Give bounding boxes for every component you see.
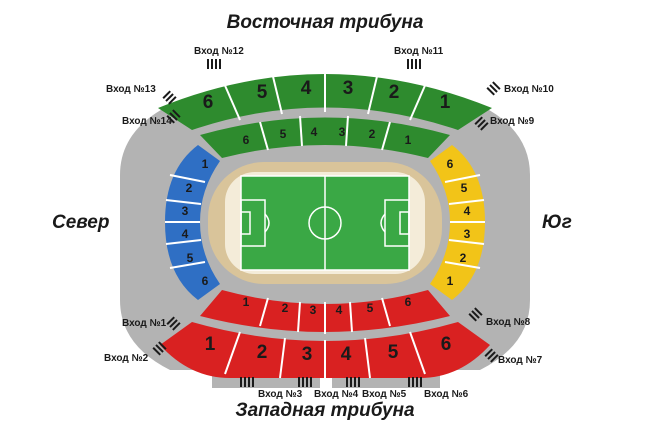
west-inner-sector-6[interactable]: 6 — [405, 295, 412, 309]
gate-label-8: Вход №8 — [486, 317, 531, 328]
gate-markers — [152, 59, 501, 387]
gate-label-9: Вход №9 — [490, 116, 535, 127]
west-outer-sector-3[interactable]: 3 — [302, 344, 313, 365]
south-sector-6[interactable]: 6 — [447, 157, 454, 171]
east-outer-sector-2[interactable]: 2 — [389, 82, 400, 103]
gate-label-3: Вход №3 — [258, 389, 303, 400]
east-outer-sector-1[interactable]: 1 — [440, 92, 451, 113]
north-sector-2[interactable]: 2 — [186, 181, 193, 195]
north-sector-1[interactable]: 1 — [202, 157, 209, 171]
east-inner-sector-5[interactable]: 5 — [280, 127, 287, 141]
gate-label-10: Вход №10 — [504, 84, 554, 95]
gate-marker-7 — [484, 348, 499, 363]
east-inner-sector-6[interactable]: 6 — [243, 133, 250, 147]
west-outer-sector-5[interactable]: 5 — [388, 342, 399, 363]
west-inner-sector-3[interactable]: 3 — [310, 303, 317, 317]
gate-marker-4 — [298, 377, 312, 387]
south-sector-3[interactable]: 3 — [464, 227, 471, 241]
gate-marker-13 — [162, 90, 177, 105]
west-stand-title: Западная трибуна — [235, 400, 415, 421]
north-sector-4[interactable]: 4 — [182, 227, 189, 241]
north-sector-6[interactable]: 6 — [202, 274, 209, 288]
east-inner-sector-4[interactable]: 4 — [311, 125, 318, 139]
gate-marker-6 — [408, 377, 422, 387]
east-inner-sector-1[interactable]: 1 — [405, 133, 412, 147]
north-title: Север — [52, 212, 110, 233]
east-outer-sector-4[interactable]: 4 — [301, 78, 312, 99]
gate-label-4: Вход №4 — [314, 389, 359, 400]
east-outer-sector-5[interactable]: 5 — [257, 82, 268, 103]
gate-marker-2 — [152, 341, 167, 356]
gate-marker-1 — [166, 316, 181, 331]
west-outer-sector-1[interactable]: 1 — [205, 334, 216, 355]
south-title: Юг — [542, 212, 572, 233]
gate-marker-8 — [468, 307, 483, 322]
east-inner-sector-2[interactable]: 2 — [369, 127, 376, 141]
gate-label-6: Вход №6 — [424, 389, 469, 400]
gate-marker-3 — [240, 377, 254, 387]
gate-marker-9 — [474, 116, 489, 131]
gate-marker-14 — [166, 109, 181, 124]
west-inner-sector-5[interactable]: 5 — [367, 301, 374, 315]
gate-marker-12 — [207, 59, 221, 69]
gate-marker-5 — [346, 377, 360, 387]
north-sector-3[interactable]: 3 — [182, 204, 189, 218]
east-outer-sector-6[interactable]: 6 — [203, 92, 214, 113]
gate-marker-11 — [407, 59, 421, 69]
west-inner-sector-4[interactable]: 4 — [336, 303, 343, 317]
gate-label-7: Вход №7 — [498, 355, 543, 366]
west-outer-sector-4[interactable]: 4 — [341, 344, 352, 365]
west-outer-sector-6[interactable]: 6 — [441, 334, 452, 355]
west-inner-sector-1[interactable]: 1 — [243, 295, 250, 309]
gate-label-2: Вход №2 — [104, 353, 149, 364]
north-sector-5[interactable]: 5 — [187, 251, 194, 265]
south-sector-2[interactable]: 2 — [460, 251, 467, 265]
south-sector-1[interactable]: 1 — [447, 274, 454, 288]
east-outer-sector-3[interactable]: 3 — [343, 78, 354, 99]
gate-label-1: Вход №1 — [122, 318, 167, 329]
gate-marker-10 — [486, 81, 501, 96]
gate-label-5: Вход №5 — [362, 389, 407, 400]
gate-label-13: Вход №13 — [106, 84, 156, 95]
east-stand-title: Восточная трибуна — [226, 12, 424, 33]
gate-label-14: Вход №14 — [122, 116, 172, 127]
west-inner-sector-2[interactable]: 2 — [282, 301, 289, 315]
east-inner-sector-3[interactable]: 3 — [339, 125, 346, 139]
gate-label-11: Вход №11 — [394, 46, 444, 57]
south-sector-5[interactable]: 5 — [461, 181, 468, 195]
sector-dividers — [165, 62, 485, 379]
gate-label-12: Вход №12 — [194, 46, 244, 57]
pitch-markings — [240, 176, 410, 270]
west-outer-sector-2[interactable]: 2 — [257, 342, 268, 363]
south-sector-4[interactable]: 4 — [464, 204, 471, 218]
